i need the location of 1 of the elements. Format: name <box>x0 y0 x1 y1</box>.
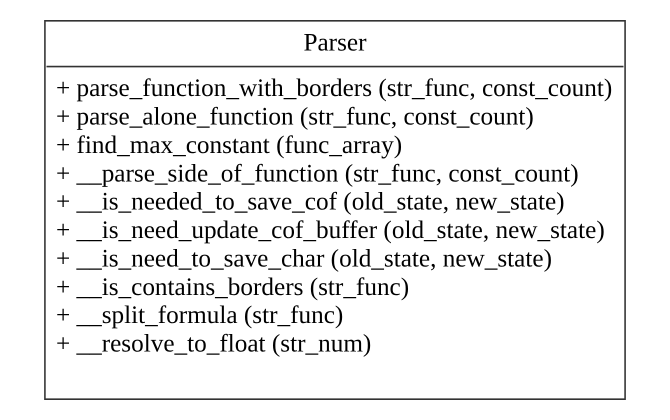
node-box: Parser + parse_function_with_borders (str_func, const_count) + parse_alone_function (str_func, const_count) + find_max_constant (func_array) + __parse_side_of_function (str_func, const_count) + __is_needed_to_save_cof (old_state, new_state) + __is_need_update_cof_buffer (old_state, new_state) + __is_need_to_save_char (old_state, new_state) + __is_contains_borders (str_func) + __split_formula (str_func) + __resolve_to_float (str_num) <box>44 20 626 400</box>
